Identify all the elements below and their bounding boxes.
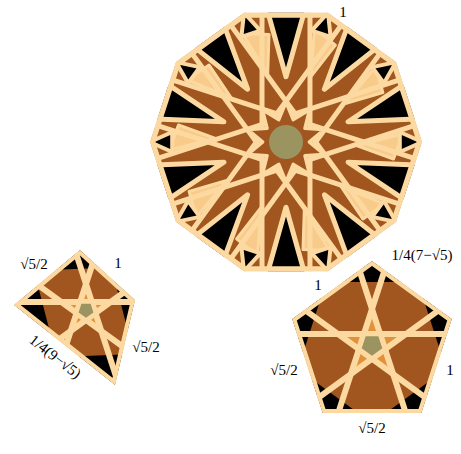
dimension-label: 1 [339,5,347,20]
dimension-label: √5/2 [270,363,297,378]
strapwork-line [74,93,461,236]
strapwork-line [309,114,457,454]
central-star [249,103,324,182]
dimension-label: √5/2 [20,257,47,272]
central-pentagon [79,304,94,318]
strapwork-line [59,48,461,191]
pale-triangle [303,210,330,250]
dimension-label: √5/2 [132,340,159,355]
strapwork-line [74,48,461,191]
tile [0,143,259,454]
pentagon-tile-border [292,261,452,413]
black-triangle [268,11,305,76]
kite-tile-border [14,250,135,385]
strapwork-line [260,0,265,373]
dimension-label: 1 [314,278,322,293]
black-triangle [268,207,305,272]
strapwork-line [0,215,231,418]
strapwork-line [0,215,221,418]
dimension-label: 1 [114,256,122,271]
pale-triangle [242,34,269,74]
dimension-label: 1/4(7−√5) [392,248,453,263]
pentagon-tile [292,261,452,413]
tile [132,114,461,454]
dimension-label: 1 [446,363,454,378]
central-pentagon [362,336,383,356]
dimension-label: √5/2 [358,421,385,436]
central-circle [269,125,303,159]
decagon-border [150,13,422,272]
